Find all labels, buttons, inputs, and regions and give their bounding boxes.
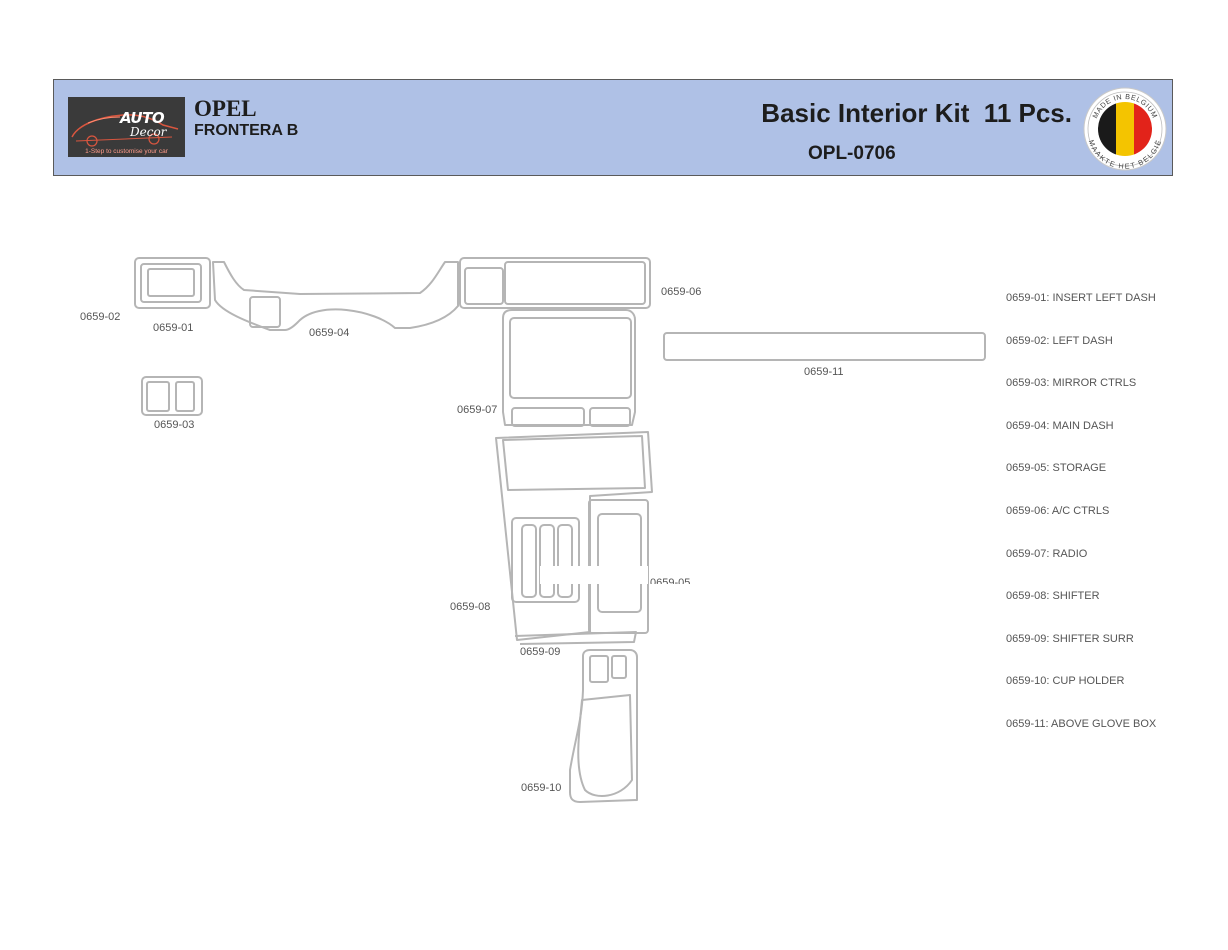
logo-word-auto: AUTO [120,109,165,127]
legend-item: 0659-07: RADIO [1006,547,1088,560]
part-radio [502,309,636,426]
part-above-glove-box [663,332,986,361]
brand-name: OPEL [194,96,257,121]
part-main-dash [212,261,459,331]
label-0659-06: 0659-06 [661,286,702,298]
part-cup-holder [569,649,638,803]
logo-word-decor: Decor [130,125,167,139]
label-0659-08: 0659-08 [450,601,491,613]
autodecor-logo: AUTO Decor 1-Step to customise your car [68,97,185,157]
legend-item: 0659-05: STORAGE [1006,462,1107,475]
label-0659-05: 0659-05 [650,577,691,584]
legend-item: 0659-11: ABOVE GLOVE BOX [1006,717,1157,730]
label-0659-04: 0659-04 [309,327,350,339]
label-0659-01: 0659-01 [153,322,194,334]
label-0659-10: 0659-10 [521,782,562,794]
label-0659-09: 0659-09 [520,646,561,658]
part-shifter [495,431,653,641]
legend-item: 0659-06: A/C CTRLS [1006,504,1110,517]
legend-item: 0659-02: LEFT DASH [1006,334,1113,347]
overlap-mask [540,566,648,584]
parts-legend: 0659-01: INSERT LEFT DASH 0659-02: LEFT … [1006,292,1156,761]
legend-item: 0659-09: SHIFTER SURR [1006,632,1134,645]
belgian-flag-icon [1098,102,1152,156]
header-banner: AUTO Decor 1-Step to customise your car … [53,79,1173,176]
legend-item: 0659-04: MAIN DASH [1006,419,1114,432]
model-name: FRONTERA B [194,122,299,139]
made-in-belgium-badge: MADE IN BELGIUM MAAKTE HET BELGIË [1083,87,1167,171]
part-mirror-ctrls [141,376,203,416]
kit-title: Basic Interior Kit 11 Pcs. [761,98,1072,128]
label-0659-03: 0659-03 [154,419,195,431]
legend-item: 0659-01: INSERT LEFT DASH [1006,292,1156,304]
label-0659-07: 0659-07 [457,404,498,416]
part-ac-ctrls [459,257,651,309]
part-left-dash [134,257,211,309]
label-0659-11: 0659-11 [804,366,844,378]
legend-item: 0659-08: SHIFTER [1006,590,1100,603]
logo-tagline: 1-Step to customise your car [85,148,168,155]
legend-item: 0659-03: MIRROR CTRLS [1006,377,1137,390]
legend-item: 0659-10: CUP HOLDER [1006,675,1125,688]
part-shifter-surr [511,517,580,603]
car-silhouette-icon [71,114,179,147]
kit-code: OPL-0706 [808,143,896,164]
part-insert-left-dash [140,263,202,303]
label-0659-02: 0659-02 [80,311,121,323]
